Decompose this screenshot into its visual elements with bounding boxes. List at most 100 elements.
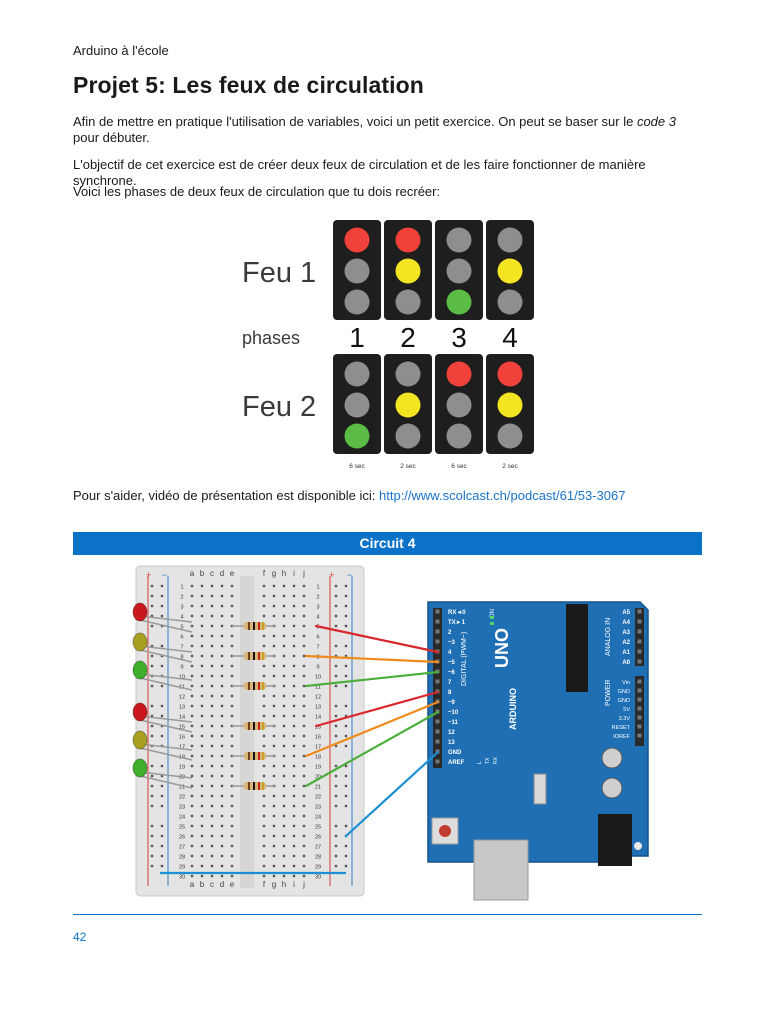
row-number: 4 [180,615,183,621]
digital-pin-label: ~11 [448,720,459,726]
l-label: L [477,761,483,764]
wire-blue [344,750,440,838]
row-number: 9 [316,665,319,671]
column-letter: e [230,880,235,889]
row-number: 27 [179,845,185,851]
feu1-lamp-off [497,289,523,315]
power-label: POWER [605,680,612,706]
feu2-lamp-green [344,423,370,449]
row-number: 19 [315,765,321,771]
row-number: 23 [315,805,321,811]
feu2-lamp-off [497,423,523,449]
row-number: 3 [180,605,183,611]
row-number: 7 [316,645,319,651]
column-letter: g [272,880,276,889]
feu1-lamp-off [395,289,421,315]
column-letter: i [293,880,295,889]
footer-rule [73,914,702,915]
board-name: UNO [492,628,512,668]
circuit-title-bar: Circuit 4 [73,532,702,555]
analog-pin-label: A5 [622,610,630,616]
feu2-lamp-yellow [395,392,421,418]
column-letter: f [263,880,266,889]
row-number: 22 [315,795,321,801]
led-green [132,758,193,789]
led-yellow [132,632,193,663]
feu1-phase-1 [333,220,381,320]
power-jack [598,814,632,866]
row-number: 7 [180,645,183,651]
row-number: 29 [315,865,321,871]
digital-pin-label: TX►1 [448,620,466,626]
feu2-lamp-red [446,361,472,387]
phase-number: 2 [400,322,416,353]
analog-pin-label: A4 [622,620,630,626]
page-number: 42 [73,930,87,944]
column-letter: d [220,569,224,578]
phases-label: phases [242,328,300,348]
phases-intro-paragraph: Voici les phases de deux feux de circula… [73,184,441,199]
resistor [232,752,276,760]
resistor [232,722,276,730]
row-number: 1 [180,585,183,591]
digital-pin-label: 4 [448,650,452,656]
phase-number: 1 [349,322,365,353]
column-letter: b [200,569,205,578]
resistor [232,622,276,630]
row-number: 15 [315,725,321,731]
digital-header [433,608,442,768]
digital-pin-label: ~3 [448,640,456,646]
row-number: 14 [315,715,321,721]
feu1-label: Feu 1 [242,257,316,289]
digital-pin-label: 8 [448,690,452,696]
row-number: 18 [315,755,321,761]
row-number: 8 [180,655,183,661]
resistor [232,682,276,690]
column-letter: e [230,569,235,578]
row-number: 10 [179,675,185,681]
row-number: 28 [315,855,321,861]
power-pin-label: GND [618,689,630,695]
resistor [232,782,276,790]
wire-orange [304,654,440,664]
feu1-lamp-off [446,258,472,284]
row-number: 27 [315,845,321,851]
row-number: 4 [316,615,319,621]
power-pin-label: Vin [622,680,630,686]
column-letter: j [302,569,305,578]
phase-duration: 6 sec [451,463,467,470]
digital-pin-label: GND [448,750,462,756]
intro-italic: code 3 [636,114,676,129]
row-number: 24 [315,815,321,821]
row-number: 21 [315,785,321,791]
power-header [635,676,644,746]
row-number: 3 [316,605,319,611]
row-number: 5 [180,625,183,631]
feu1-lamp-yellow [395,258,421,284]
phase-duration: 2 sec [502,463,518,470]
help-text: Pour s'aider, vidéo de présentation est … [73,488,380,503]
row-number: 16 [315,735,321,741]
analog-pin-label: A0 [622,660,630,666]
row-number: 13 [179,705,185,711]
digital-label: DIGITAL (PWM~) [461,632,468,686]
feu1-phase-2 [384,220,432,320]
intro-text-before: Afin de mettre en pratique l'utilisation… [73,114,637,129]
wire-green [304,710,440,788]
row-number: 30 [179,875,185,881]
digital-pin-label: ~10 [448,710,459,716]
row-number: 25 [315,825,321,831]
feu1-phase-4 [486,220,534,320]
phase-duration: 6 sec [349,463,365,470]
row-number: 24 [179,815,185,821]
led-red [132,702,193,733]
digital-pin-label: ~9 [448,700,456,706]
feu1-lamp-green [446,289,472,315]
row-number: 2 [316,595,319,601]
rail-minus-label-right: − [347,570,352,580]
video-link[interactable]: http://www.scolcast.ch/podcast/61/53-306… [379,488,626,503]
feu1-phase-3 [435,220,483,320]
digital-pin-label: ~6 [448,670,456,676]
row-number: 15 [179,725,185,731]
